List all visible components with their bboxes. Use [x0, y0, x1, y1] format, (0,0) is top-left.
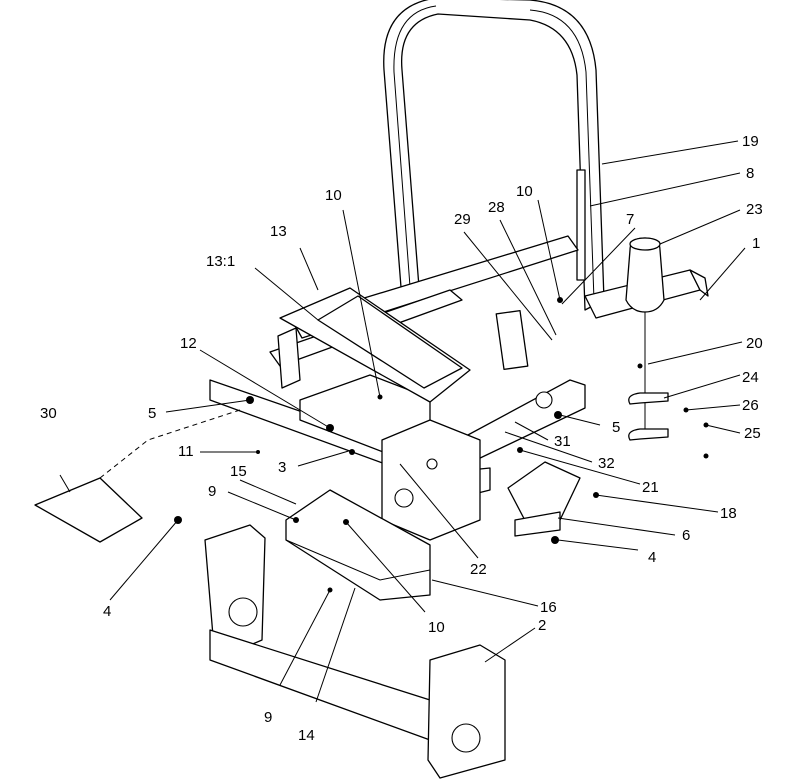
bracket-plate [507, 461, 581, 537]
callout-30: 30 [40, 405, 57, 422]
callout-9a: 9 [208, 483, 216, 500]
callout-11: 11 [178, 443, 194, 460]
callout-8: 8 [746, 165, 754, 182]
callout-9b: 9 [264, 709, 272, 726]
callout-20: 20 [746, 335, 763, 352]
callout-24: 24 [742, 369, 759, 386]
callout-26: 26 [742, 397, 759, 414]
callout-5b: 5 [612, 419, 620, 436]
callout-28: 28 [488, 199, 505, 216]
callout-29: 29 [454, 211, 471, 228]
callout-10c: 10 [428, 619, 445, 636]
decal [34, 477, 143, 543]
roll-bar [383, 0, 605, 311]
callout-25: 25 [744, 425, 761, 442]
callout-31: 31 [554, 433, 571, 450]
callout-4b: 4 [648, 549, 656, 566]
callout-5a: 5 [148, 405, 156, 422]
leader-lines [59, 140, 746, 703]
callout-10b: 10 [516, 183, 533, 200]
callout-7: 7 [626, 211, 634, 228]
callout-6: 6 [682, 527, 690, 544]
callout-23: 23 [746, 201, 763, 218]
callout-19: 19 [742, 133, 759, 150]
callout-10a: 10 [325, 187, 342, 204]
callout-21: 21 [642, 479, 659, 496]
callout-18: 18 [720, 505, 737, 522]
rear-weldment [204, 524, 506, 779]
callout-labels: 1 2 3 4 4 5 5 6 7 8 9 9 10 10 10 11 12 1… [40, 133, 763, 744]
seat-pan [279, 287, 471, 403]
callout-32: 32 [598, 455, 615, 472]
callout-4a: 4 [103, 603, 111, 620]
callout-12: 12 [180, 335, 197, 352]
callout-1: 1 [752, 235, 760, 252]
fasteners [174, 297, 709, 593]
callout-13: 13 [270, 223, 287, 240]
callout-2: 2 [538, 617, 546, 634]
callout-13-1: 13:1 [206, 253, 235, 270]
callout-22: 22 [470, 561, 487, 578]
callout-14: 14 [298, 727, 315, 744]
callout-16: 16 [540, 599, 557, 616]
tray [285, 489, 431, 601]
clamps [628, 392, 669, 441]
callout-15: 15 [230, 463, 247, 480]
hand-grip [625, 237, 665, 313]
callout-3: 3 [278, 459, 286, 476]
